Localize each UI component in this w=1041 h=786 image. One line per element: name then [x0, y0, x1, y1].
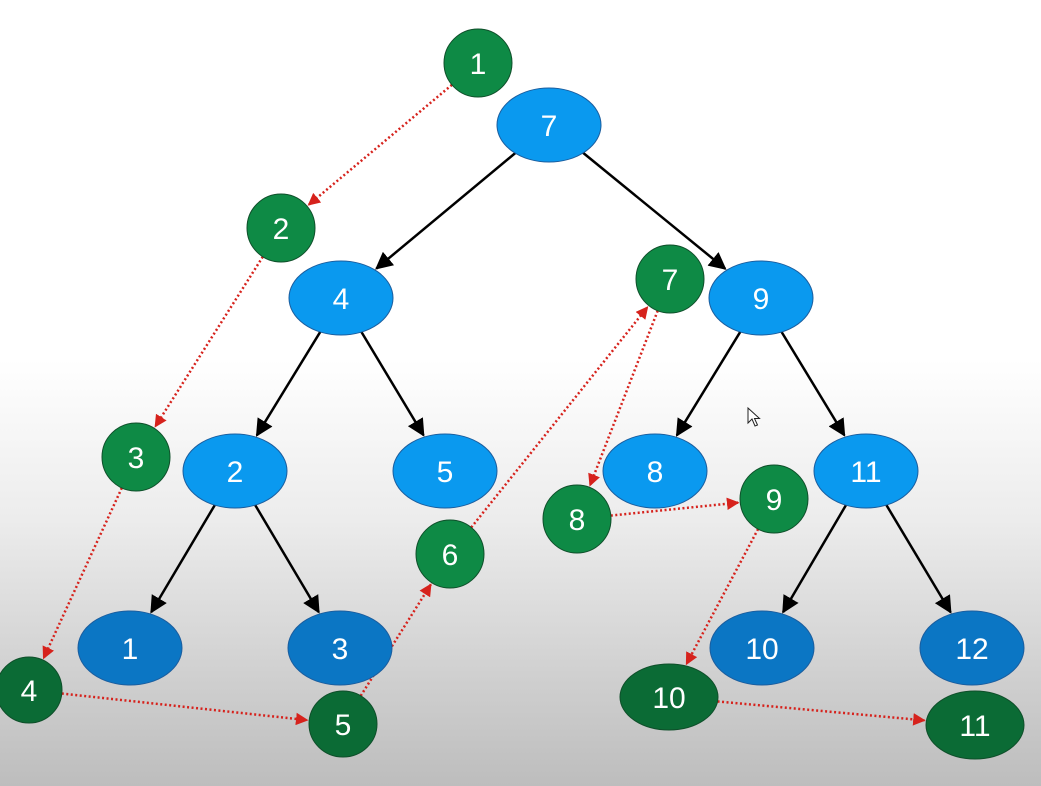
traversal-arrow-1-to-2	[307, 83, 453, 206]
tree-node-label: 3	[332, 633, 349, 666]
visit-order-shape	[308, 690, 378, 758]
tree-node-shape	[77, 610, 183, 686]
tree-node-shape	[392, 433, 498, 509]
visit-order-node-1: 1	[443, 28, 513, 98]
traversal-arrow-10-to-11	[717, 700, 926, 726]
visit-order-shape	[246, 193, 316, 263]
visit-order-shape	[925, 690, 1025, 760]
tree-edge-11-12	[885, 504, 952, 614]
visit-order-node-3: 3	[101, 422, 171, 492]
tree-node-5: 5	[392, 433, 498, 509]
tree-node-shape	[708, 260, 814, 336]
tree-node-12: 12	[919, 610, 1025, 686]
tree-node-label: 9	[753, 283, 770, 316]
tree-node-shape	[709, 610, 815, 686]
traversal-arrow-6-to-7	[470, 306, 649, 529]
visit-order-shape	[415, 519, 485, 589]
visit-order-node-7: 7	[635, 244, 705, 314]
visit-order-node-4: 4	[0, 656, 63, 724]
tree-node-label: 7	[541, 110, 558, 143]
tree-node-label: 1	[122, 633, 139, 666]
tree-node-shape	[919, 610, 1025, 686]
tree-node-8: 8	[602, 433, 708, 509]
visit-order-label: 8	[569, 504, 586, 537]
tree-node-shape	[496, 87, 602, 163]
visit-order-shape	[101, 422, 171, 492]
visit-order-shape	[635, 244, 705, 314]
tree-edge-9-11	[780, 331, 846, 437]
tree-edge-7-9	[582, 151, 727, 270]
traversal-arrow-8-to-9	[610, 497, 740, 517]
visit-order-node-9: 9	[739, 464, 809, 534]
visit-order-label: 4	[21, 675, 38, 708]
visit-order-label: 9	[766, 484, 783, 517]
traversal-arrow-5-to-6	[359, 583, 432, 697]
tree-edge-7-4	[375, 152, 516, 270]
tree-edges	[150, 151, 952, 614]
visit-order-node-11: 11	[925, 690, 1025, 760]
tree-edge-2-1	[150, 504, 216, 614]
traversal-arrow-2-to-3	[154, 256, 264, 428]
visit-order-shape	[542, 484, 612, 554]
traversal-arrow-4-to-5	[61, 692, 309, 726]
visit-order-shape	[443, 28, 513, 98]
tree-node-shape	[287, 610, 393, 686]
tree-node-label: 4	[333, 283, 350, 316]
tree-edge-11-10	[782, 504, 848, 614]
visit-order-shape	[619, 663, 719, 731]
visit-order-label: 5	[335, 709, 352, 742]
visit-order-label: 1	[470, 48, 487, 81]
visit-order-label: 2	[273, 213, 290, 246]
traversal-arrows	[42, 83, 926, 726]
tree-edge-4-2	[255, 331, 322, 437]
visit-order-node-8: 8	[542, 484, 612, 554]
tree-node-shape	[813, 433, 919, 509]
visit-order-node-5: 5	[308, 690, 378, 758]
tree-node-shape	[288, 260, 394, 336]
tree-node-7: 7	[496, 87, 602, 163]
tree-node-label: 5	[437, 456, 454, 489]
traversal-arrow-9-to-10	[685, 528, 760, 666]
tree-node-4: 4	[288, 260, 394, 336]
tree-node-shape	[182, 433, 288, 509]
visit-order-shape	[739, 464, 809, 534]
tree-node-2: 2	[182, 433, 288, 509]
tree-edge-9-8	[675, 331, 742, 437]
tree-node-label: 8	[647, 456, 664, 489]
tree-node-label: 11	[850, 456, 881, 489]
tree-node-3: 3	[287, 610, 393, 686]
visit-order-node-10: 10	[619, 663, 719, 731]
visit-order-node-6: 6	[415, 519, 485, 589]
mouse-pointer-icon	[747, 406, 761, 427]
visit-order-shape	[0, 656, 63, 724]
visit-order-label: 7	[662, 264, 679, 297]
tree-node-label: 2	[227, 456, 244, 489]
tree-node-label: 12	[955, 633, 988, 666]
tree-node-label: 10	[745, 633, 778, 666]
tree-edge-4-5	[360, 331, 425, 437]
visit-order-label: 6	[442, 539, 459, 572]
visit-order-label: 10	[652, 682, 685, 715]
tree-node-9: 9	[708, 260, 814, 336]
tree-edge-2-3	[254, 504, 320, 614]
tree-node-11: 11	[813, 433, 919, 509]
visit-order-node-2: 2	[246, 193, 316, 263]
visit-order-label: 11	[959, 710, 990, 743]
visit-order-label: 3	[128, 442, 145, 475]
tree-node-1: 1	[77, 610, 183, 686]
tree-node-10: 10	[709, 610, 815, 686]
tree-node-shape	[602, 433, 708, 509]
